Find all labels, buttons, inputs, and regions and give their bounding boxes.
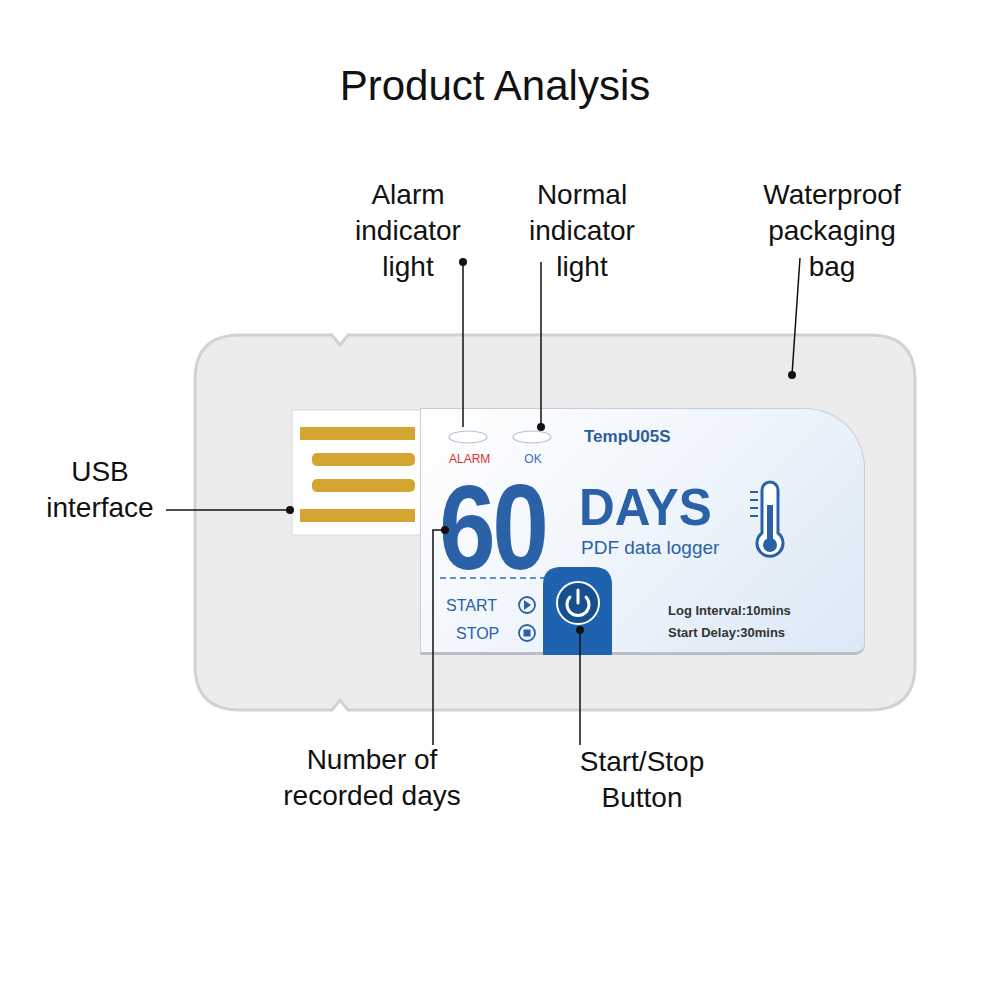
leader-lines xyxy=(166,258,800,745)
power-symbol xyxy=(567,597,589,616)
play-icon xyxy=(519,597,535,613)
callout-label: Waterproof packaging bag xyxy=(745,177,920,285)
dashed-divider xyxy=(440,577,548,579)
usb-contact xyxy=(312,453,415,466)
start-text: START xyxy=(446,597,497,615)
power-symbol xyxy=(577,590,580,603)
callout-label: Number of recorded days xyxy=(255,742,490,814)
logger-type: PDF data logger xyxy=(581,537,719,559)
thermometer-icon xyxy=(767,505,773,540)
diagram-title: Product Analysis xyxy=(0,62,990,110)
play-icon xyxy=(524,600,531,610)
thermometer-icon xyxy=(757,482,783,556)
usb-contact xyxy=(300,427,415,440)
callout-label: Alarm indicator light xyxy=(333,177,483,285)
button-tab xyxy=(543,567,612,655)
leader-dots xyxy=(286,258,796,634)
ok-led xyxy=(513,431,551,443)
days-number: 60 xyxy=(439,467,546,587)
usb-contact xyxy=(312,479,415,492)
log-interval: Log Interval:10mins xyxy=(668,603,791,618)
logger-card: ALARM OK TempU05S 60 DAYS PDF data loggerSTAR… xyxy=(420,408,865,655)
thermometer-icon xyxy=(763,538,777,552)
callout-label: USB interface xyxy=(30,454,170,526)
usb-contact xyxy=(300,509,415,522)
stop-text: STOP xyxy=(456,625,499,643)
usb-plug xyxy=(292,410,422,535)
thermometer-ticks xyxy=(750,492,758,516)
power-button xyxy=(557,582,599,624)
alarm-text: ALARM xyxy=(449,452,489,466)
packaging-bag xyxy=(195,335,915,710)
days-word: DAYS xyxy=(579,481,712,533)
start-delay: Start Delay:30mins xyxy=(668,625,785,640)
callout-label: Normal indicator light xyxy=(507,177,657,285)
model-name: TempU05S xyxy=(584,427,671,447)
callout-label: Start/Stop Button xyxy=(557,744,727,816)
stop-icon xyxy=(519,625,535,641)
ok-text: OK xyxy=(518,452,548,466)
stop-icon xyxy=(524,630,531,637)
alarm-led xyxy=(449,431,487,443)
